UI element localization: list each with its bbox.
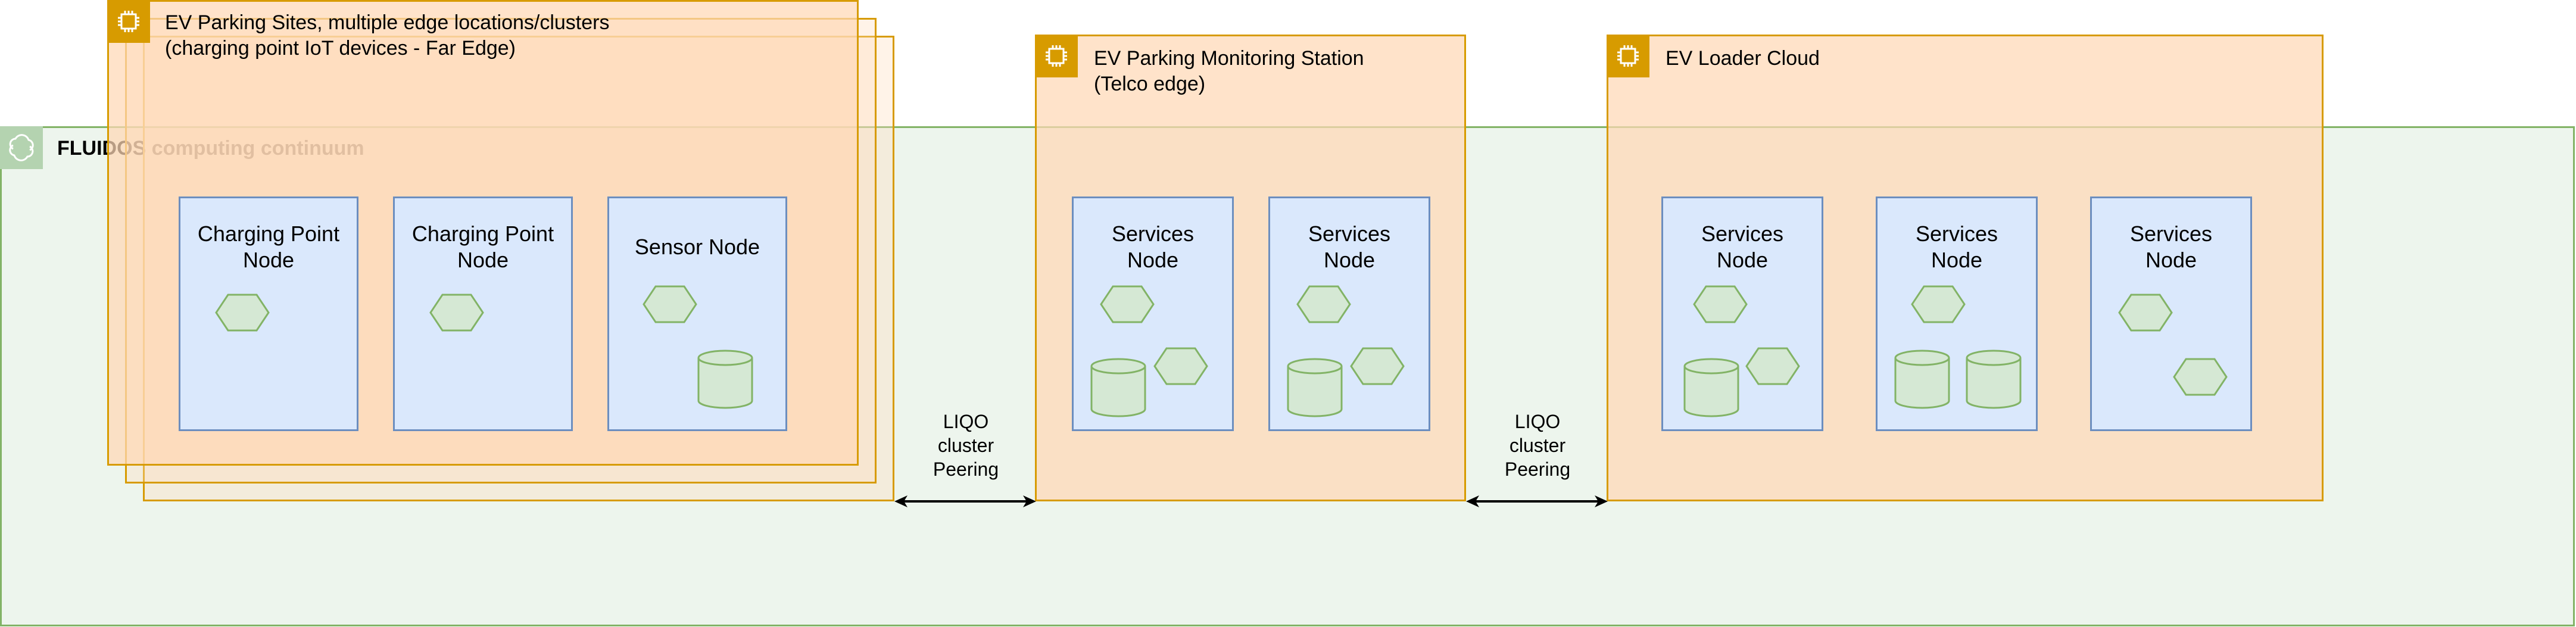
far-edge-region-title: EV Parking Sites, multiple edge location… bbox=[165, 11, 610, 60]
database-icon bbox=[1894, 350, 1950, 409]
hexagon-icon bbox=[643, 285, 697, 323]
liqo-peering-label: LIQO cluster Peering bbox=[933, 411, 999, 480]
node-label: Charging Point Node bbox=[411, 222, 554, 272]
telco-edge-region-title: EV Parking Monitoring Station (Telco edg… bbox=[1094, 47, 1364, 95]
hexagon-icon bbox=[2173, 358, 2228, 396]
hexagon-icon bbox=[1693, 285, 1748, 323]
services-node: Services Node bbox=[1876, 196, 2038, 431]
hexagon-icon bbox=[2118, 294, 2173, 332]
bidirectional-arrow-icon bbox=[1466, 495, 1608, 507]
database-icon bbox=[1683, 358, 1739, 417]
services-node: Services Node bbox=[1268, 196, 1430, 431]
charging-point-node: Charging Point Node bbox=[393, 196, 573, 431]
database-icon bbox=[1287, 358, 1343, 417]
cloud-region-title: EV Loader Cloud bbox=[1666, 47, 1820, 70]
hexagon-icon bbox=[1911, 285, 1966, 323]
hexagon-icon bbox=[1745, 347, 1800, 385]
cloud-group-icon bbox=[0, 126, 43, 169]
node-label: Services Node bbox=[2129, 222, 2213, 272]
node-label: Services Node bbox=[1915, 222, 1998, 272]
database-icon bbox=[697, 350, 753, 409]
hexagon-icon bbox=[429, 294, 484, 332]
chip-icon bbox=[1607, 35, 1649, 77]
chip-icon bbox=[107, 0, 150, 43]
sensor-node: Sensor Node bbox=[607, 196, 787, 431]
database-icon bbox=[1966, 350, 2022, 409]
hexagon-icon bbox=[1296, 285, 1351, 323]
node-label: Services Node bbox=[1701, 222, 1784, 272]
services-node: Services Node bbox=[1661, 196, 1823, 431]
charging-point-node: Charging Point Node bbox=[179, 196, 358, 431]
node-label: Services Node bbox=[1111, 222, 1195, 272]
node-label: Services Node bbox=[1308, 222, 1391, 272]
chip-icon bbox=[1035, 35, 1078, 77]
bidirectional-arrow-icon bbox=[894, 495, 1036, 507]
node-label: Sensor Node bbox=[634, 235, 760, 259]
hexagon-icon bbox=[215, 294, 270, 332]
hexagon-icon bbox=[1153, 347, 1208, 385]
database-icon bbox=[1090, 358, 1146, 417]
services-node: Services Node bbox=[2090, 196, 2252, 431]
hexagon-icon bbox=[1100, 285, 1155, 323]
node-label: Charging Point Node bbox=[197, 222, 340, 272]
hexagon-icon bbox=[1350, 347, 1405, 385]
liqo-peering-label: LIQO cluster Peering bbox=[1504, 411, 1571, 480]
services-node: Services Node bbox=[1072, 196, 1234, 431]
